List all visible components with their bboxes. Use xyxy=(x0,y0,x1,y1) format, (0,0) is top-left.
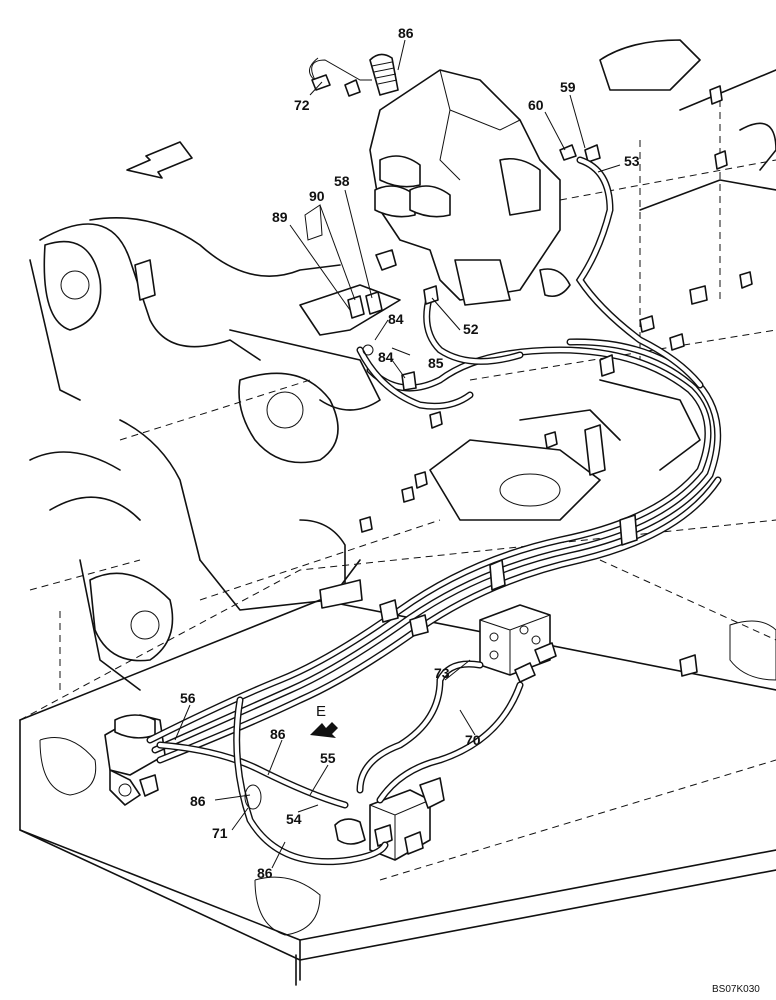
callout-54: 54 xyxy=(286,811,302,827)
callout-60: 60 xyxy=(528,97,544,113)
callout-58: 58 xyxy=(334,173,350,189)
pilot-valve xyxy=(104,714,166,806)
callout-72: 72 xyxy=(294,97,310,113)
callout-86-top: 86 xyxy=(398,25,414,41)
callout-56: 56 xyxy=(180,690,196,706)
drawing-reference: BS07K030 xyxy=(712,984,760,995)
callout-71: 71 xyxy=(212,825,228,841)
lower-hoses xyxy=(156,660,524,866)
front-direction-arrow xyxy=(126,141,193,179)
callout-86-mid: 86 xyxy=(270,726,286,742)
callout-53: 53 xyxy=(624,153,640,169)
callout-90: 90 xyxy=(309,188,325,204)
callouts: 86 72 59 60 53 58 90 89 84 52 84 85 73 7… xyxy=(180,25,760,995)
hose-bundle xyxy=(146,156,722,764)
callout-55: 55 xyxy=(320,750,336,766)
callout-89: 89 xyxy=(272,209,288,225)
lower-platform xyxy=(19,599,776,986)
callout-73: 73 xyxy=(434,665,450,681)
leader-lines xyxy=(174,39,621,869)
callout-86-bottom: 86 xyxy=(257,865,273,881)
control-valve xyxy=(309,53,601,306)
main-frame xyxy=(29,39,776,691)
callout-59: 59 xyxy=(560,79,576,95)
callout-86-left: 86 xyxy=(190,793,206,809)
callout-52: 52 xyxy=(463,321,479,337)
view-e-arrow xyxy=(310,722,338,738)
fittings xyxy=(134,85,753,677)
callout-84-a: 84 xyxy=(388,311,404,327)
callout-70: 70 xyxy=(465,732,481,748)
valve-block xyxy=(479,604,557,683)
callout-85: 85 xyxy=(428,355,444,371)
view-label: E xyxy=(316,703,326,720)
callout-84-b: 84 xyxy=(378,349,394,365)
